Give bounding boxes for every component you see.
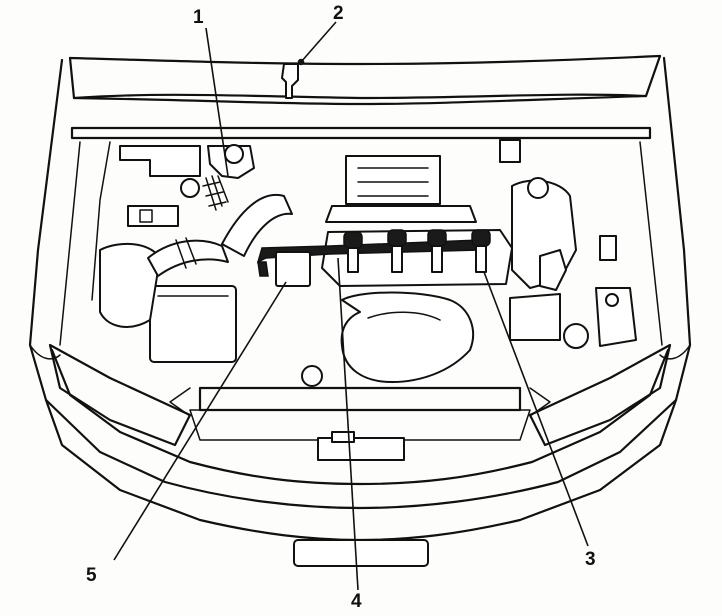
callout-4: 4 [351,591,362,612]
leader-line-3 [483,271,589,547]
ignition-connector-module [275,251,311,287]
engine-bay-walls [59,141,663,346]
ignition-coil-3 [427,229,447,273]
leader-line-2 [300,21,337,63]
leader-line-1 [205,27,229,177]
raised-hood [68,54,662,106]
callout-1: 1 [193,7,204,28]
right-side-components [499,139,637,349]
brake-fluid-reservoir [119,145,201,227]
leader-line-4 [337,257,359,591]
headlamps [48,343,672,447]
ignition-coil-1 [343,231,363,273]
front-grille [293,539,429,567]
ignition-coil-2 [387,229,407,273]
callout-2: 2 [333,3,344,24]
air-intake [99,193,293,328]
leader-lines [113,21,589,591]
radiator-support [169,386,551,461]
cowl-panel [70,126,652,140]
callout-5: 5 [86,565,97,586]
detached-part [281,58,305,99]
leader-line-5 [113,281,287,561]
battery [149,285,237,363]
radiator-cap [301,365,323,387]
callout-3: 3 [585,549,596,570]
ignition-coil-4 [471,229,491,273]
relay-component [202,144,255,211]
